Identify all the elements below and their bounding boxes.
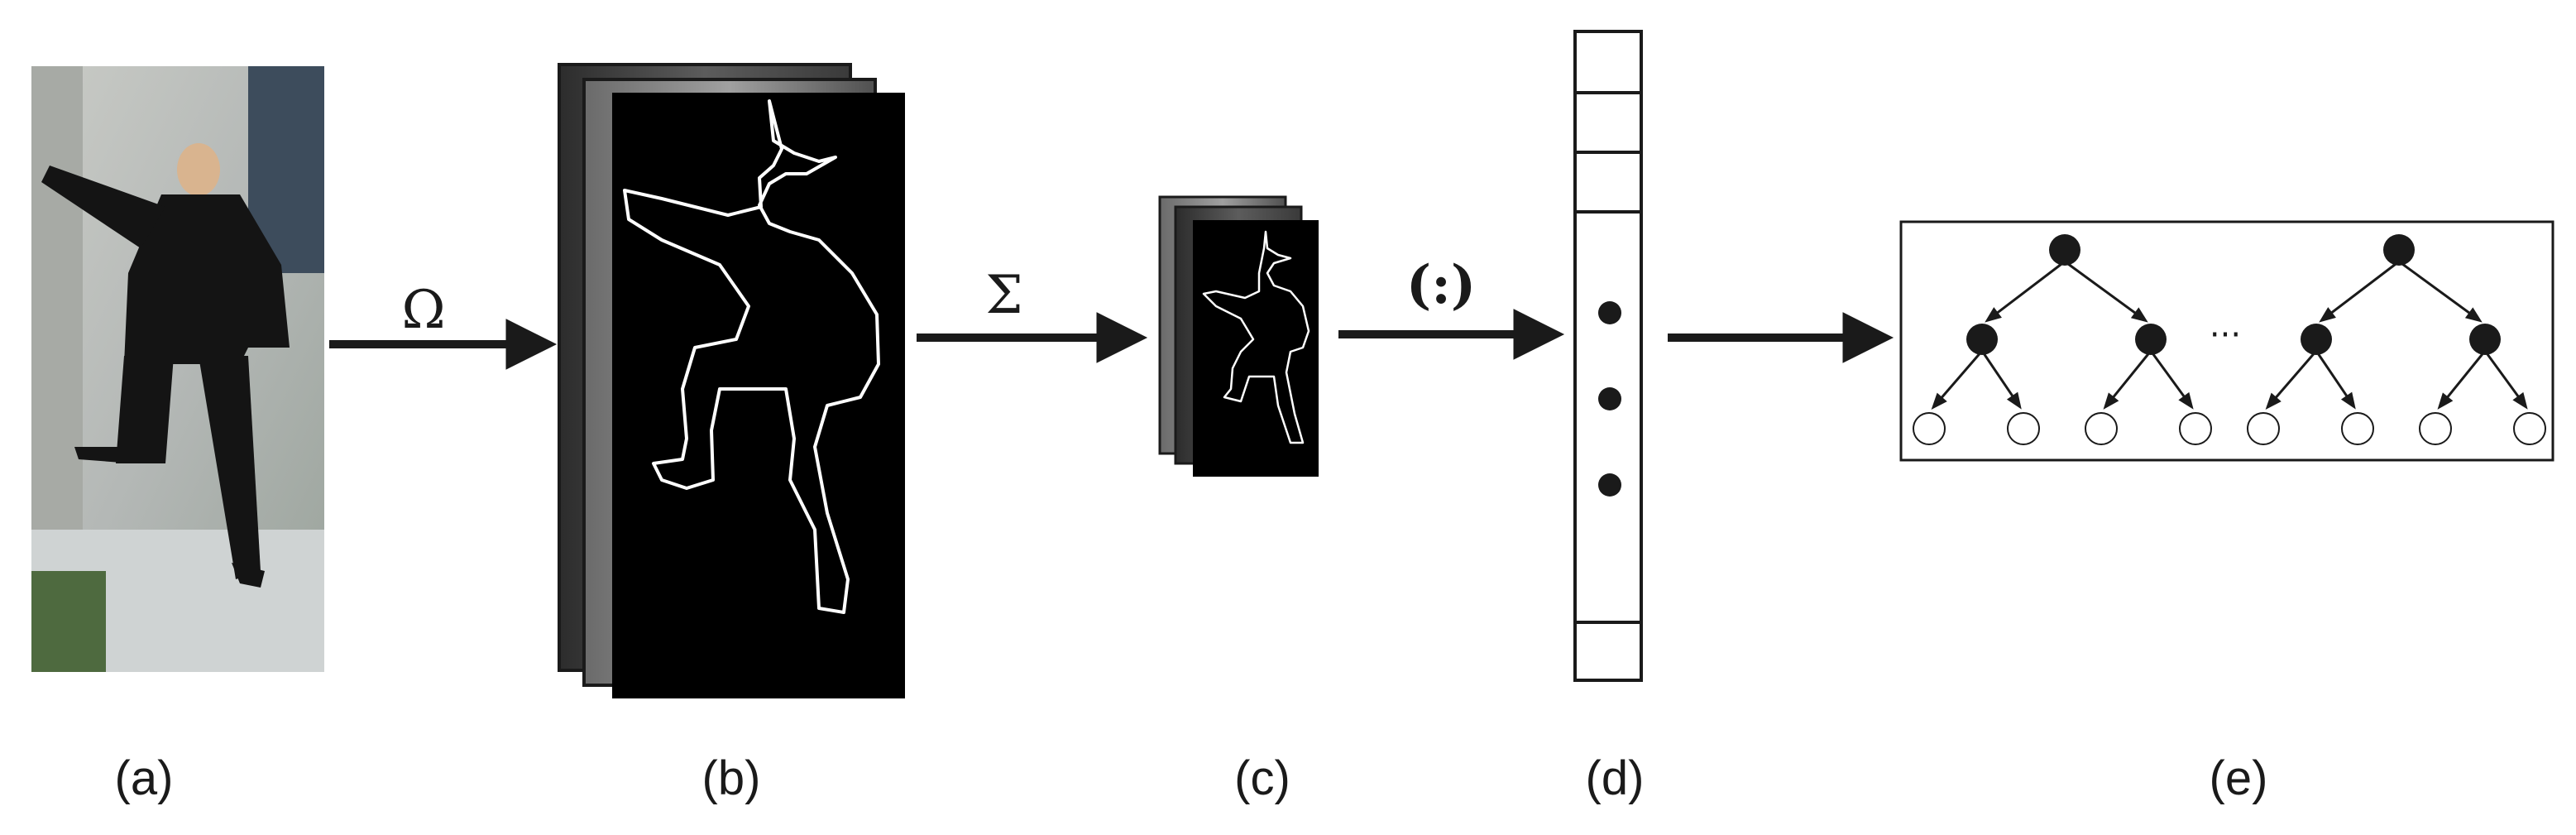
feature-vector [1573,30,1643,682]
sum-operator: Σ [985,265,1022,326]
tree-edge [2483,350,2528,410]
tree-leaf-node [2419,412,2452,445]
silhouette-contour [623,99,880,614]
tree-internal-node [2469,324,2501,355]
tree-internal-node [2301,324,2332,355]
tree-leaf-node [2341,412,2374,445]
tree-edge [1980,350,2022,410]
tree-leaf-node [2007,412,2040,445]
tree-edge [2064,260,2148,323]
aggregated-map-stack [1158,195,1319,477]
vectorize-operator: (:) [1406,254,1476,316]
vector-ellipsis [1598,301,1621,497]
tree-leaf-node [2513,412,2546,445]
tree-edge [2398,260,2483,323]
tree-edge [1985,260,2066,323]
tree-internal-node [2135,324,2167,355]
tree-edge [2315,350,2356,410]
tree-edge [2103,350,2152,410]
vector-dot [1598,301,1621,324]
tree-leaf-node [2247,412,2280,445]
feature-map-stack [558,63,905,698]
forest-ellipsis: ··· [2210,316,2241,354]
tree-leaf-node [2179,412,2212,445]
omega-operator: Ω [401,280,445,341]
input-photo [31,66,324,672]
tree-edge [2265,350,2318,410]
stage-label-d: (d) [1586,751,1645,805]
silhouette-contour-small [1202,230,1310,444]
tree-edge [2149,350,2194,410]
decision-forest: ··· [1899,220,2554,462]
stage-label-a: (a) [115,751,174,805]
tree-leaf-node [2085,412,2118,445]
tree-edge [2437,350,2487,410]
tree-leaf-node [1913,412,1946,445]
tree-edge [1931,350,1984,410]
vector-dot [1598,473,1621,497]
tree-edge [2319,260,2400,323]
stage-label-e: (e) [2210,751,2268,805]
tree-root-node [2049,234,2080,266]
stage-label-b: (b) [702,751,761,805]
arrows [329,309,1894,370]
tree-root-node [2383,234,2415,266]
stage-label-c: (c) [1234,751,1290,805]
tree-internal-node [1966,324,1998,355]
vector-dot [1598,387,1621,410]
